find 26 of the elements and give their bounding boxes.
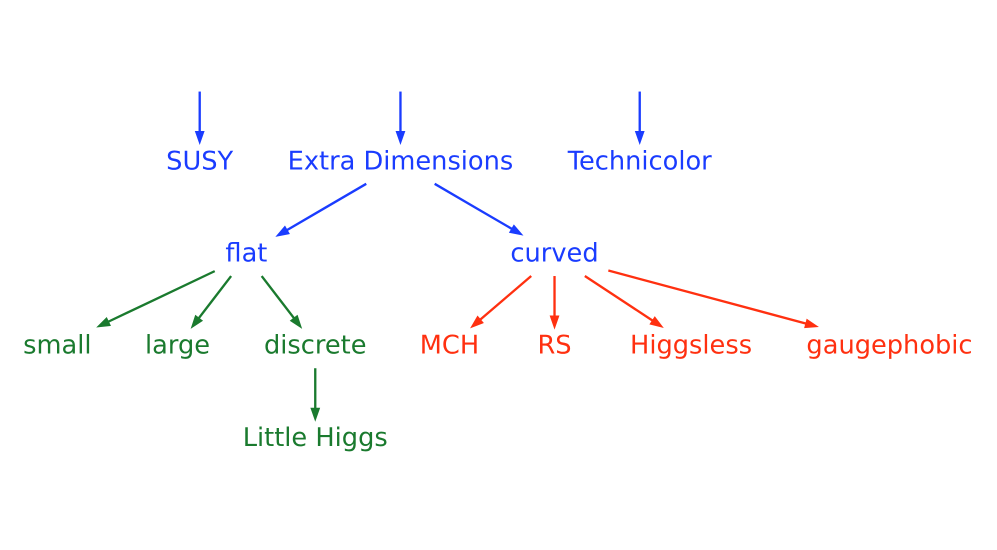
node-text: flat [225,238,268,268]
node-text: curved [510,238,599,268]
arrow [260,274,302,328]
node-text: Little Higgs [242,422,388,452]
arrow [190,274,232,328]
node-text: Technicolor [568,146,712,176]
arrow [275,182,367,236]
arrow [96,270,216,327]
node-text: gaugephobic [806,330,973,360]
arrow [470,274,532,328]
arrow [550,276,560,330]
node-text: MCH [420,330,480,360]
node-text: RS [537,330,572,360]
arrow [396,91,406,144]
arrow [608,268,819,328]
arrow [634,91,645,144]
node-text: large [145,330,210,360]
arrow [584,274,664,328]
node-text: SUSY [166,146,234,176]
arrow [194,91,205,144]
arrow [434,182,524,236]
node-text: small [23,330,92,360]
node-text: discrete [264,330,367,360]
node-text: Higgsless [630,330,752,360]
node-text: Extra Dimensions [288,146,514,176]
arrow [310,368,320,422]
